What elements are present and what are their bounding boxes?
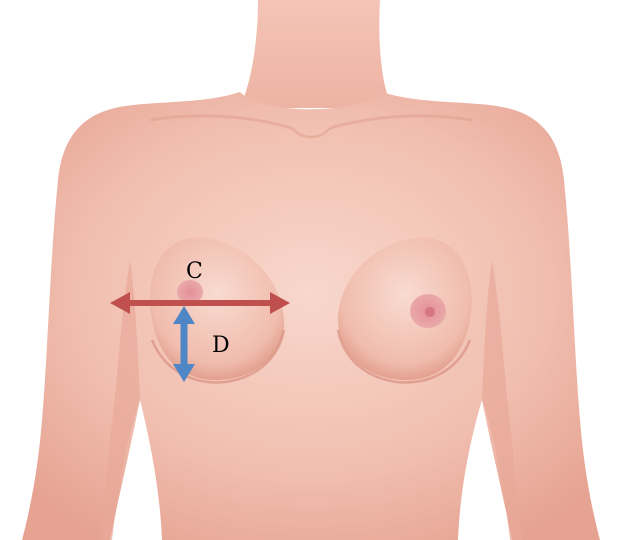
label-d: D	[212, 333, 230, 358]
neck	[240, 0, 392, 108]
label-c: C	[186, 259, 203, 284]
right-nipple	[425, 307, 435, 317]
